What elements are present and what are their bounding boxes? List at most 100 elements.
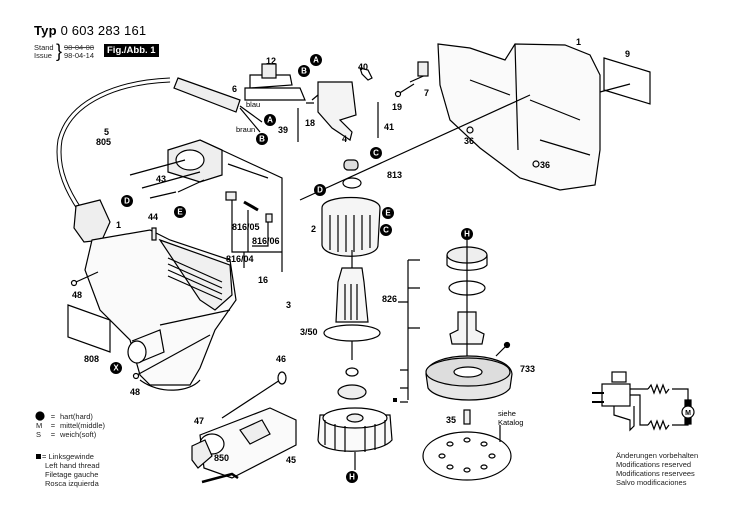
svg-text:X: X <box>113 364 119 373</box>
lower-bearing <box>337 384 367 400</box>
svg-text:C: C <box>373 149 379 158</box>
housing-half <box>437 43 601 191</box>
lh-text: Rosca izquierda <box>45 479 99 488</box>
callout-733: 733 <box>520 364 535 374</box>
callout-3: 3 <box>286 300 291 310</box>
connector-badge-C: C <box>380 224 392 236</box>
callout-850: 850 <box>214 453 229 463</box>
typ-label: Typ <box>34 23 57 38</box>
stand-date: 98-04-08 <box>64 43 95 52</box>
stand-label: Stand <box>34 43 54 52</box>
connector-badge-E: E <box>382 207 394 219</box>
callout-816-04: 816/04 <box>226 254 254 264</box>
callout-40: 40 <box>358 62 368 72</box>
legend-text: mittel(middle) <box>60 421 106 430</box>
legend-row-soft: S = weich(soft) <box>36 430 105 439</box>
callout-36a: 36 <box>464 136 474 146</box>
label-plate-9 <box>603 57 651 105</box>
callout-48b: 48 <box>130 387 140 397</box>
callout-4: 4 <box>342 134 347 144</box>
callout-3-50: 3/50 <box>300 327 318 337</box>
cord-sleeve <box>173 77 241 113</box>
wire-label-brown: braun <box>236 125 255 134</box>
lh-text: Left hand thread <box>45 461 100 470</box>
lh-text: = Linksgewinde <box>42 452 94 461</box>
pin-44 <box>151 227 157 241</box>
callout-2: 2 <box>311 224 316 234</box>
svg-text:A: A <box>313 56 319 65</box>
lh-text: Filetage gauche <box>45 470 99 479</box>
svg-text:B: B <box>259 135 265 144</box>
connector-badge-A: A <box>264 114 276 126</box>
svg-text:E: E <box>177 208 183 217</box>
callout-816-06: 816/06 <box>252 236 280 246</box>
typ-number-suffix: 161 <box>124 23 147 38</box>
wiring-schematic: M <box>592 371 695 432</box>
legend-text: hart(hard) <box>60 412 93 421</box>
legend-key: M <box>36 421 43 430</box>
connector-badge-E: E <box>174 206 186 218</box>
svg-text:M: M <box>685 410 691 417</box>
legend-text: weich(soft) <box>60 430 97 439</box>
callout-7: 7 <box>424 88 429 98</box>
clip-40 <box>359 67 373 81</box>
power-cord <box>56 77 171 212</box>
svg-text:D: D <box>124 197 130 206</box>
clip-7 <box>417 61 429 77</box>
stand-issue-labels: Stand Issue <box>34 44 54 60</box>
wire-label-blue: blau <box>246 100 260 109</box>
bearing-813a <box>343 159 359 171</box>
connector-badge-D: D <box>121 195 133 207</box>
knob-47 <box>191 439 213 469</box>
hardness-dot-icon <box>35 411 45 421</box>
connector-badge-H: H <box>346 471 358 483</box>
equals: = <box>50 412 56 421</box>
note-line: Änderungen vorbehalten <box>616 451 699 460</box>
brace-symbol: } <box>56 41 63 61</box>
callout-35: 35 <box>446 415 456 425</box>
svg-text:H: H <box>349 473 355 482</box>
note-line: Salvo modificaciones <box>616 478 687 487</box>
callout-5: 5 <box>104 127 109 137</box>
callout-43: 43 <box>156 174 166 184</box>
label-plate-808 <box>67 304 111 353</box>
callout-44: 44 <box>148 212 158 222</box>
see-catalog-line1: siehe <box>498 409 516 418</box>
switch-bracket <box>244 74 306 101</box>
modification-notes: Änderungen vorbehalten Modifications res… <box>616 451 698 487</box>
legend-row-middle: M=mittel(middle) <box>36 421 105 430</box>
callout-6: 6 <box>232 84 237 94</box>
callout-19: 19 <box>392 102 402 112</box>
callout-47: 47 <box>194 416 204 426</box>
brush-spring <box>243 200 259 212</box>
connector-badge-B: B <box>298 65 310 77</box>
callout-48a: 48 <box>72 290 82 300</box>
switch <box>317 81 357 141</box>
dates: 98-04-08 98-04-14 <box>64 44 94 60</box>
screw-35 <box>463 409 471 425</box>
issue-date: 98-04-14 <box>64 51 95 60</box>
callout-805: 805 <box>96 137 111 147</box>
callout-39: 39 <box>278 125 288 135</box>
note-line: Modifications reserved <box>616 460 692 469</box>
armature <box>335 267 369 323</box>
rod-46 <box>221 379 281 419</box>
callout-813: 813 <box>387 170 402 180</box>
callout-46: 46 <box>276 354 286 364</box>
callout-45: 45 <box>286 455 296 465</box>
svg-text:C: C <box>383 226 389 235</box>
bearing-813b <box>342 177 362 189</box>
field-coil <box>321 196 381 257</box>
connector-badge-D: D <box>314 184 326 196</box>
legend-key: S <box>36 430 42 439</box>
svg-text:E: E <box>385 209 391 218</box>
equals: = <box>50 430 56 439</box>
callout-18: 18 <box>305 118 315 128</box>
connector-badge-H: H <box>461 228 473 240</box>
lh-line: = Linksgewinde <box>36 452 100 461</box>
callout-36b: 36 <box>540 160 550 170</box>
left-hand-thread-legend: = Linksgewinde Left hand thread Filetage… <box>36 452 100 488</box>
connector-badge-C: C <box>370 147 382 159</box>
svg-text:A: A <box>267 116 273 125</box>
